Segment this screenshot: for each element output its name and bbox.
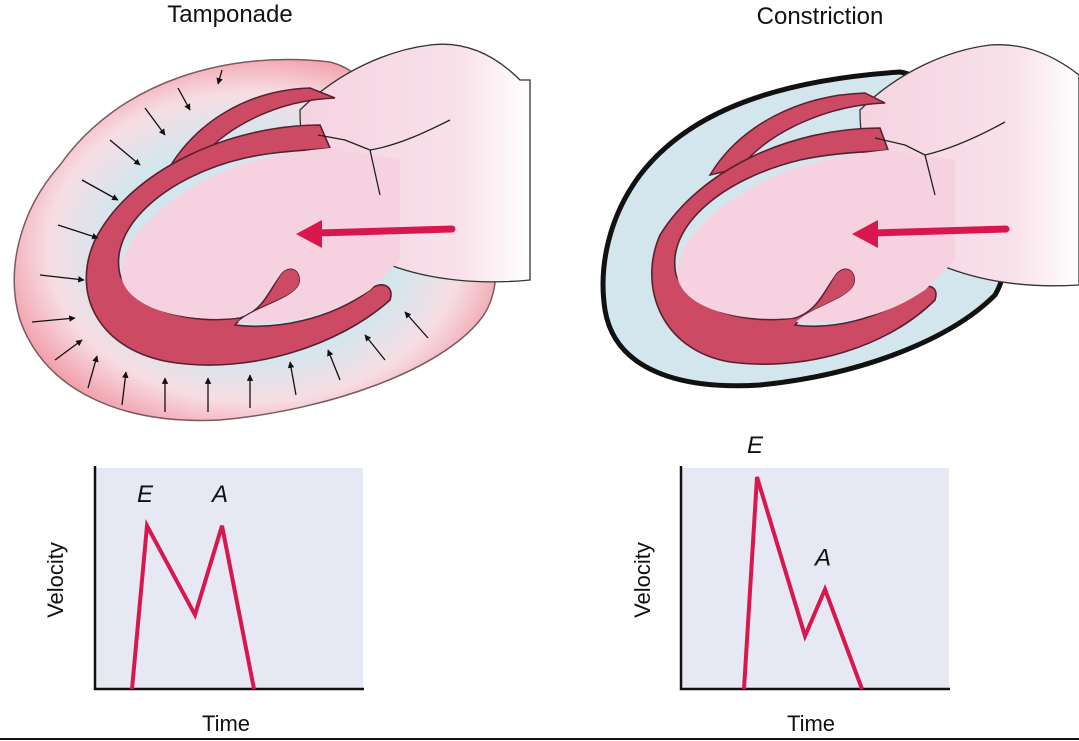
plot-background xyxy=(95,468,363,688)
constriction-title: Constriction xyxy=(757,3,884,30)
peak-label-e: E xyxy=(747,432,764,459)
constriction-doppler-plot: E A Velocity Time xyxy=(630,432,950,736)
doppler-trace xyxy=(130,518,256,690)
x-axis-label: Time xyxy=(202,711,250,736)
constriction-flow-arrow xyxy=(852,220,1010,248)
valve-lines xyxy=(317,119,451,196)
left-ventricle-chamber xyxy=(121,148,401,323)
tamponade-heart-illustration xyxy=(13,43,531,422)
tamponade-flow-arrow xyxy=(296,220,456,248)
y-axis-label: Velocity xyxy=(630,542,655,618)
doppler-trace xyxy=(742,476,864,690)
peak-label-e: E xyxy=(137,481,154,508)
peak-label-a: A xyxy=(210,481,228,508)
left-ventricle-myocardium xyxy=(85,124,392,366)
tamponade-doppler-plot: E A Velocity Time xyxy=(43,466,364,736)
valve-lines xyxy=(874,121,1006,196)
tamponade-title: Tamponade xyxy=(167,1,292,28)
peak-label-a: A xyxy=(813,544,831,571)
y-axis-label: Velocity xyxy=(43,542,68,618)
plot-axes xyxy=(93,466,364,691)
plot-background xyxy=(681,468,949,688)
constriction-heart-illustration xyxy=(600,44,1079,389)
left-ventricle-chamber xyxy=(677,150,955,323)
x-axis-label: Time xyxy=(787,711,835,736)
right-ventricle-wall xyxy=(708,92,886,177)
constriction-panel: Constriction E A xyxy=(600,3,1079,736)
compression-arrows xyxy=(31,69,429,412)
tamponade-panel: Tamponade xyxy=(13,1,531,736)
left-ventricle-myocardium xyxy=(651,127,937,365)
